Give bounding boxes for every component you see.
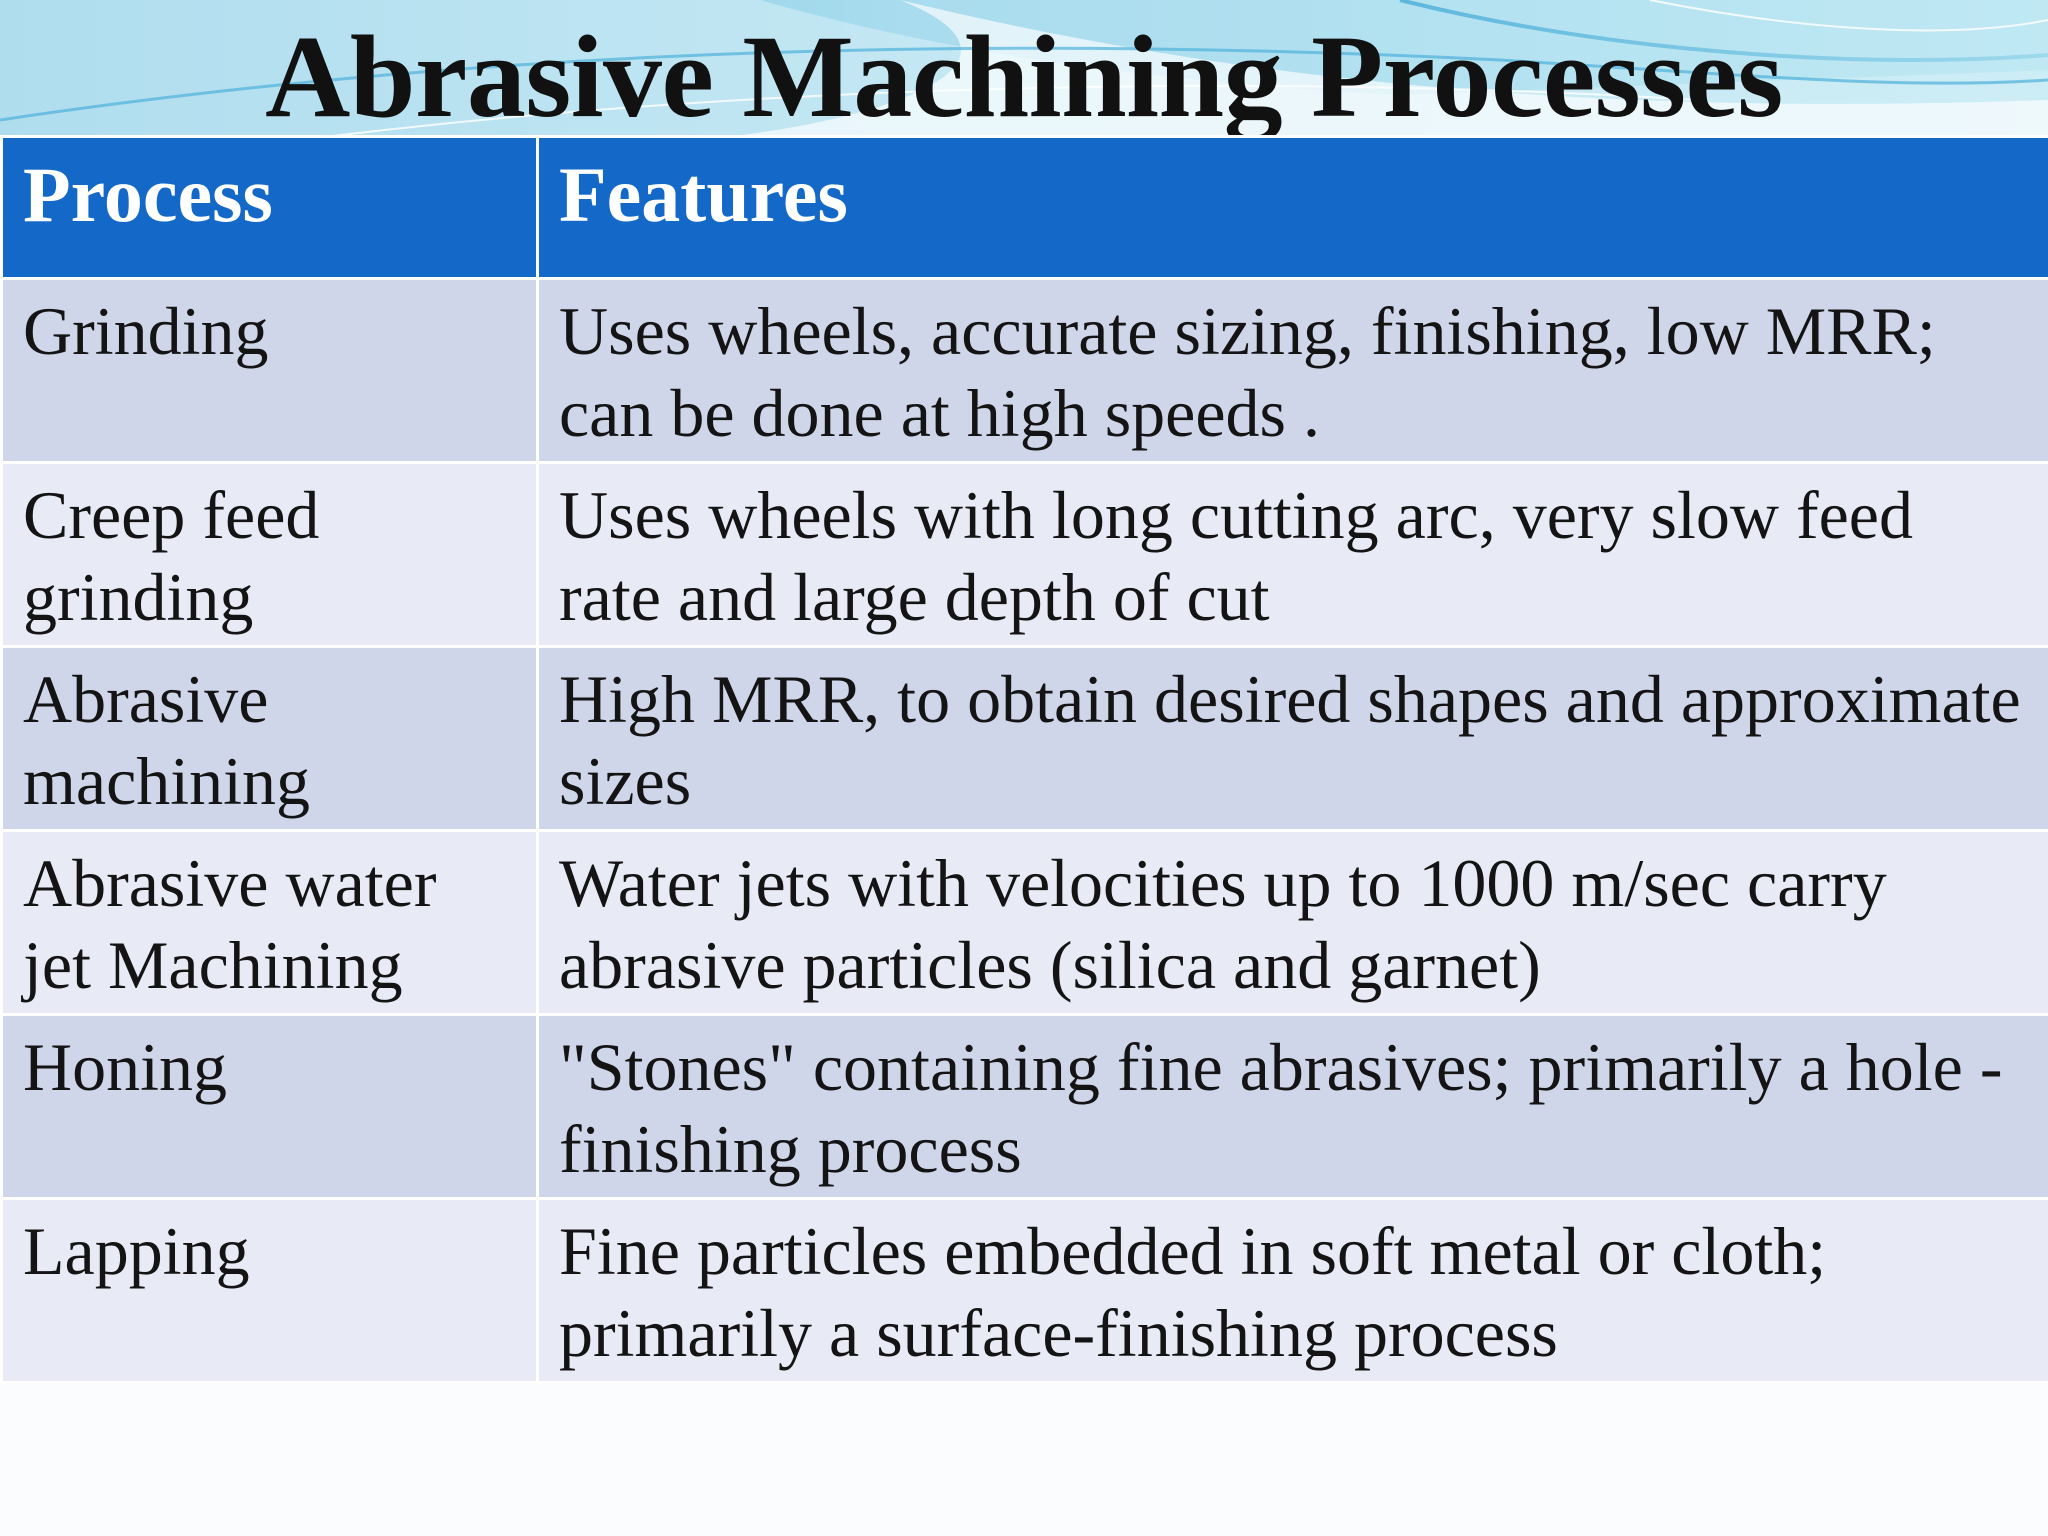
cell-features: "Stones" containing fine abrasives; prim… (536, 1013, 2048, 1200)
cell-features: High MRR, to obtain desired shapes and a… (536, 645, 2048, 832)
table-row: Abrasive water jet Machining Water jets … (0, 829, 2048, 1016)
table-row: Grinding Uses wheels, accurate sizing, f… (0, 277, 2048, 464)
cell-features: Uses wheels with long cutting arc, very … (536, 461, 2048, 648)
cell-process: Lapping (0, 1197, 539, 1384)
table-row: Honing "Stones" containing fine abrasive… (0, 1013, 2048, 1200)
table-header-row: Process Features (0, 135, 2048, 280)
cell-features: Fine particles embedded in soft metal or… (536, 1197, 2048, 1384)
table-row: Creep feed grinding Uses wheels with lon… (0, 461, 2048, 648)
table-row: Lapping Fine particles embedded in soft … (0, 1197, 2048, 1384)
cell-process: Abrasive water jet Machining (0, 829, 539, 1016)
header-features: Features (536, 135, 2048, 280)
decorative-wave-banner (0, 0, 2048, 140)
slide-title: Abrasive Machining Processes (265, 11, 1783, 142)
cell-process: Creep feed grinding (0, 461, 539, 648)
process-table-container: Process Features Grinding Uses wheels, a… (0, 135, 2048, 1384)
header-process: Process (0, 135, 539, 280)
cell-process: Abrasive machining (0, 645, 539, 832)
cell-process: Honing (0, 1013, 539, 1200)
table-row: Abrasive machining High MRR, to obtain d… (0, 645, 2048, 832)
cell-features: Uses wheels, accurate sizing, finishing,… (536, 277, 2048, 464)
cell-features: Water jets with velocities up to 1000 m/… (536, 829, 2048, 1016)
cell-process: Grinding (0, 277, 539, 464)
process-table: Process Features Grinding Uses wheels, a… (0, 135, 2048, 1384)
